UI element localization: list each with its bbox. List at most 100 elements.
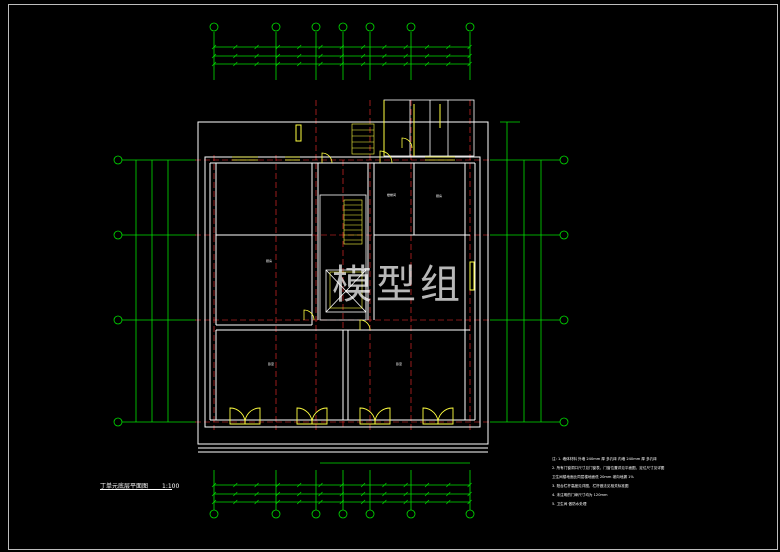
balcony-doors <box>229 407 454 425</box>
dim-tick <box>296 499 302 505</box>
dim-tick <box>382 53 387 59</box>
dim-tick <box>211 499 217 505</box>
dim-tick <box>403 61 408 67</box>
dim-tick <box>318 53 323 59</box>
stair-core <box>319 194 367 321</box>
dim-tick <box>424 53 430 59</box>
dim-tick <box>446 53 451 59</box>
dim-tick <box>254 44 259 50</box>
dim-tick <box>275 61 281 67</box>
dim-tick <box>424 482 430 488</box>
dim-tick <box>467 53 472 59</box>
stair-treads <box>329 123 375 309</box>
dim-tick <box>382 61 387 67</box>
note-line: 5. 卫生间 做防水处理 <box>552 502 587 506</box>
drawing-title: 丁单元底层平面图 1:100 <box>100 481 179 490</box>
interior-walls <box>215 163 470 420</box>
dim-tick <box>254 61 259 67</box>
balcony-door-leaf <box>244 407 261 425</box>
room-label-stair: 楼梯间 <box>387 192 396 197</box>
door-swing <box>401 137 413 149</box>
dim-tick <box>318 482 323 488</box>
axis-bubble <box>271 509 281 519</box>
dim-tick <box>382 499 387 505</box>
axis-bubble <box>311 509 321 519</box>
dim-tick <box>296 44 302 50</box>
dim-tick <box>233 482 238 488</box>
dim-tick <box>446 44 451 50</box>
dim-tick <box>275 44 281 50</box>
axis-bubble <box>559 315 569 325</box>
dim-tick <box>318 61 323 67</box>
axis-bubble <box>209 22 219 32</box>
left-axis-markers <box>113 155 196 427</box>
dim-tick <box>403 482 408 488</box>
balcony-door-leaf <box>359 407 376 425</box>
door-swing <box>321 152 333 164</box>
note-line: 注: 1. 墙体材料 外墙 240mm 厚 多孔砖 内墙 240mm 厚 多孔砖 <box>552 457 657 461</box>
axis-bubble <box>113 230 123 240</box>
dim-tick <box>339 61 345 67</box>
dim-tick <box>275 491 281 497</box>
entrance-yellow <box>295 100 475 291</box>
bottom-axis-markers <box>209 470 475 519</box>
drawing-title-text: 丁单元底层平面图 <box>100 483 149 490</box>
dim-tick <box>233 44 238 50</box>
axis-bubble <box>113 417 123 427</box>
dim-tick <box>360 499 366 505</box>
dim-tick <box>424 491 430 497</box>
dim-tick <box>211 482 217 488</box>
axis-bubble <box>365 22 375 32</box>
axis-bubble <box>311 22 321 32</box>
top-axis-markers <box>209 22 475 80</box>
door-swing <box>379 150 393 164</box>
dim-tick <box>467 44 472 50</box>
axis-bubble <box>406 22 416 32</box>
dim-tick <box>446 491 451 497</box>
dim-tick <box>382 491 387 497</box>
dim-tick <box>467 499 472 505</box>
dim-tick <box>339 499 345 505</box>
dim-tick <box>360 61 366 67</box>
axis-bubble <box>406 509 416 519</box>
right-dimension-lines <box>506 122 542 422</box>
room-label-b: 卧室 <box>396 361 402 366</box>
axis-bubble <box>559 230 569 240</box>
dim-tick <box>360 491 366 497</box>
dim-tick <box>211 491 217 497</box>
dim-tick <box>296 491 302 497</box>
dim-tick <box>211 61 217 67</box>
dim-tick <box>233 53 238 59</box>
dim-tick <box>467 491 472 497</box>
axis-bubble <box>465 509 475 519</box>
dim-tick <box>382 482 387 488</box>
dim-tick <box>339 53 345 59</box>
dim-tick <box>254 482 259 488</box>
dim-tick <box>296 61 302 67</box>
drawing-scale: 1:100 <box>162 483 180 490</box>
door-swing <box>359 319 371 331</box>
dim-tick <box>339 491 345 497</box>
dim-tick <box>339 44 345 50</box>
dimension-texts <box>211 44 472 505</box>
dim-tick <box>467 482 472 488</box>
bottom-dimension-lines <box>214 462 470 503</box>
dim-tick <box>275 53 281 59</box>
dim-tick <box>360 44 366 50</box>
left-dimension-lines <box>135 160 169 422</box>
axis-bubble <box>338 22 348 32</box>
entrance-canopy <box>383 99 475 157</box>
axis-bubble <box>271 22 281 32</box>
dim-tick <box>467 61 472 67</box>
note-line: 2. 所有门窗洞口尺寸见门窗表，门窗位置详见平面图，定位尺寸见详图 <box>552 466 665 470</box>
right-axis-markers <box>490 121 569 427</box>
dim-tick <box>339 482 345 488</box>
dim-tick <box>254 53 259 59</box>
watermark-text: 模型组 <box>332 262 464 308</box>
dim-tick <box>360 53 366 59</box>
note-line: 卫生间楼地面比同层楼地面低 20mm 坡向地漏 1% <box>552 475 634 479</box>
dim-tick <box>360 482 366 488</box>
dim-tick <box>382 44 387 50</box>
dim-tick <box>403 44 408 50</box>
